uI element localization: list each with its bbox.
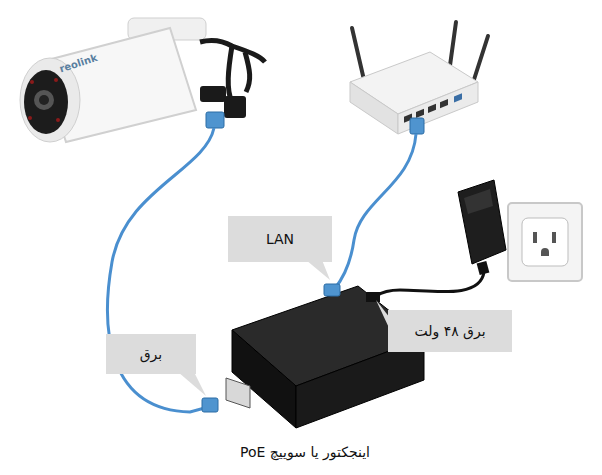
callout-box: برق ۴۸ ولت <box>388 310 512 352</box>
rj45-plug <box>410 118 424 134</box>
callout-box: LAN <box>228 216 332 262</box>
ethernet-cable <box>334 134 416 290</box>
callout-box: برق <box>106 334 196 374</box>
router <box>350 0 488 134</box>
camera <box>20 18 265 142</box>
callout-pointer <box>178 372 206 396</box>
callout-pointer <box>306 260 330 280</box>
power-adapter <box>458 180 506 275</box>
callout-text: برق ۴۸ ولت <box>414 323 485 339</box>
power-cable <box>376 272 484 296</box>
wall-outlet <box>508 203 582 281</box>
callout-text: LAN <box>266 231 294 247</box>
callout-text: برق <box>140 346 162 362</box>
poe-injector <box>202 284 424 428</box>
caption: اینجکتور یا سوییچ PoE <box>200 437 410 467</box>
